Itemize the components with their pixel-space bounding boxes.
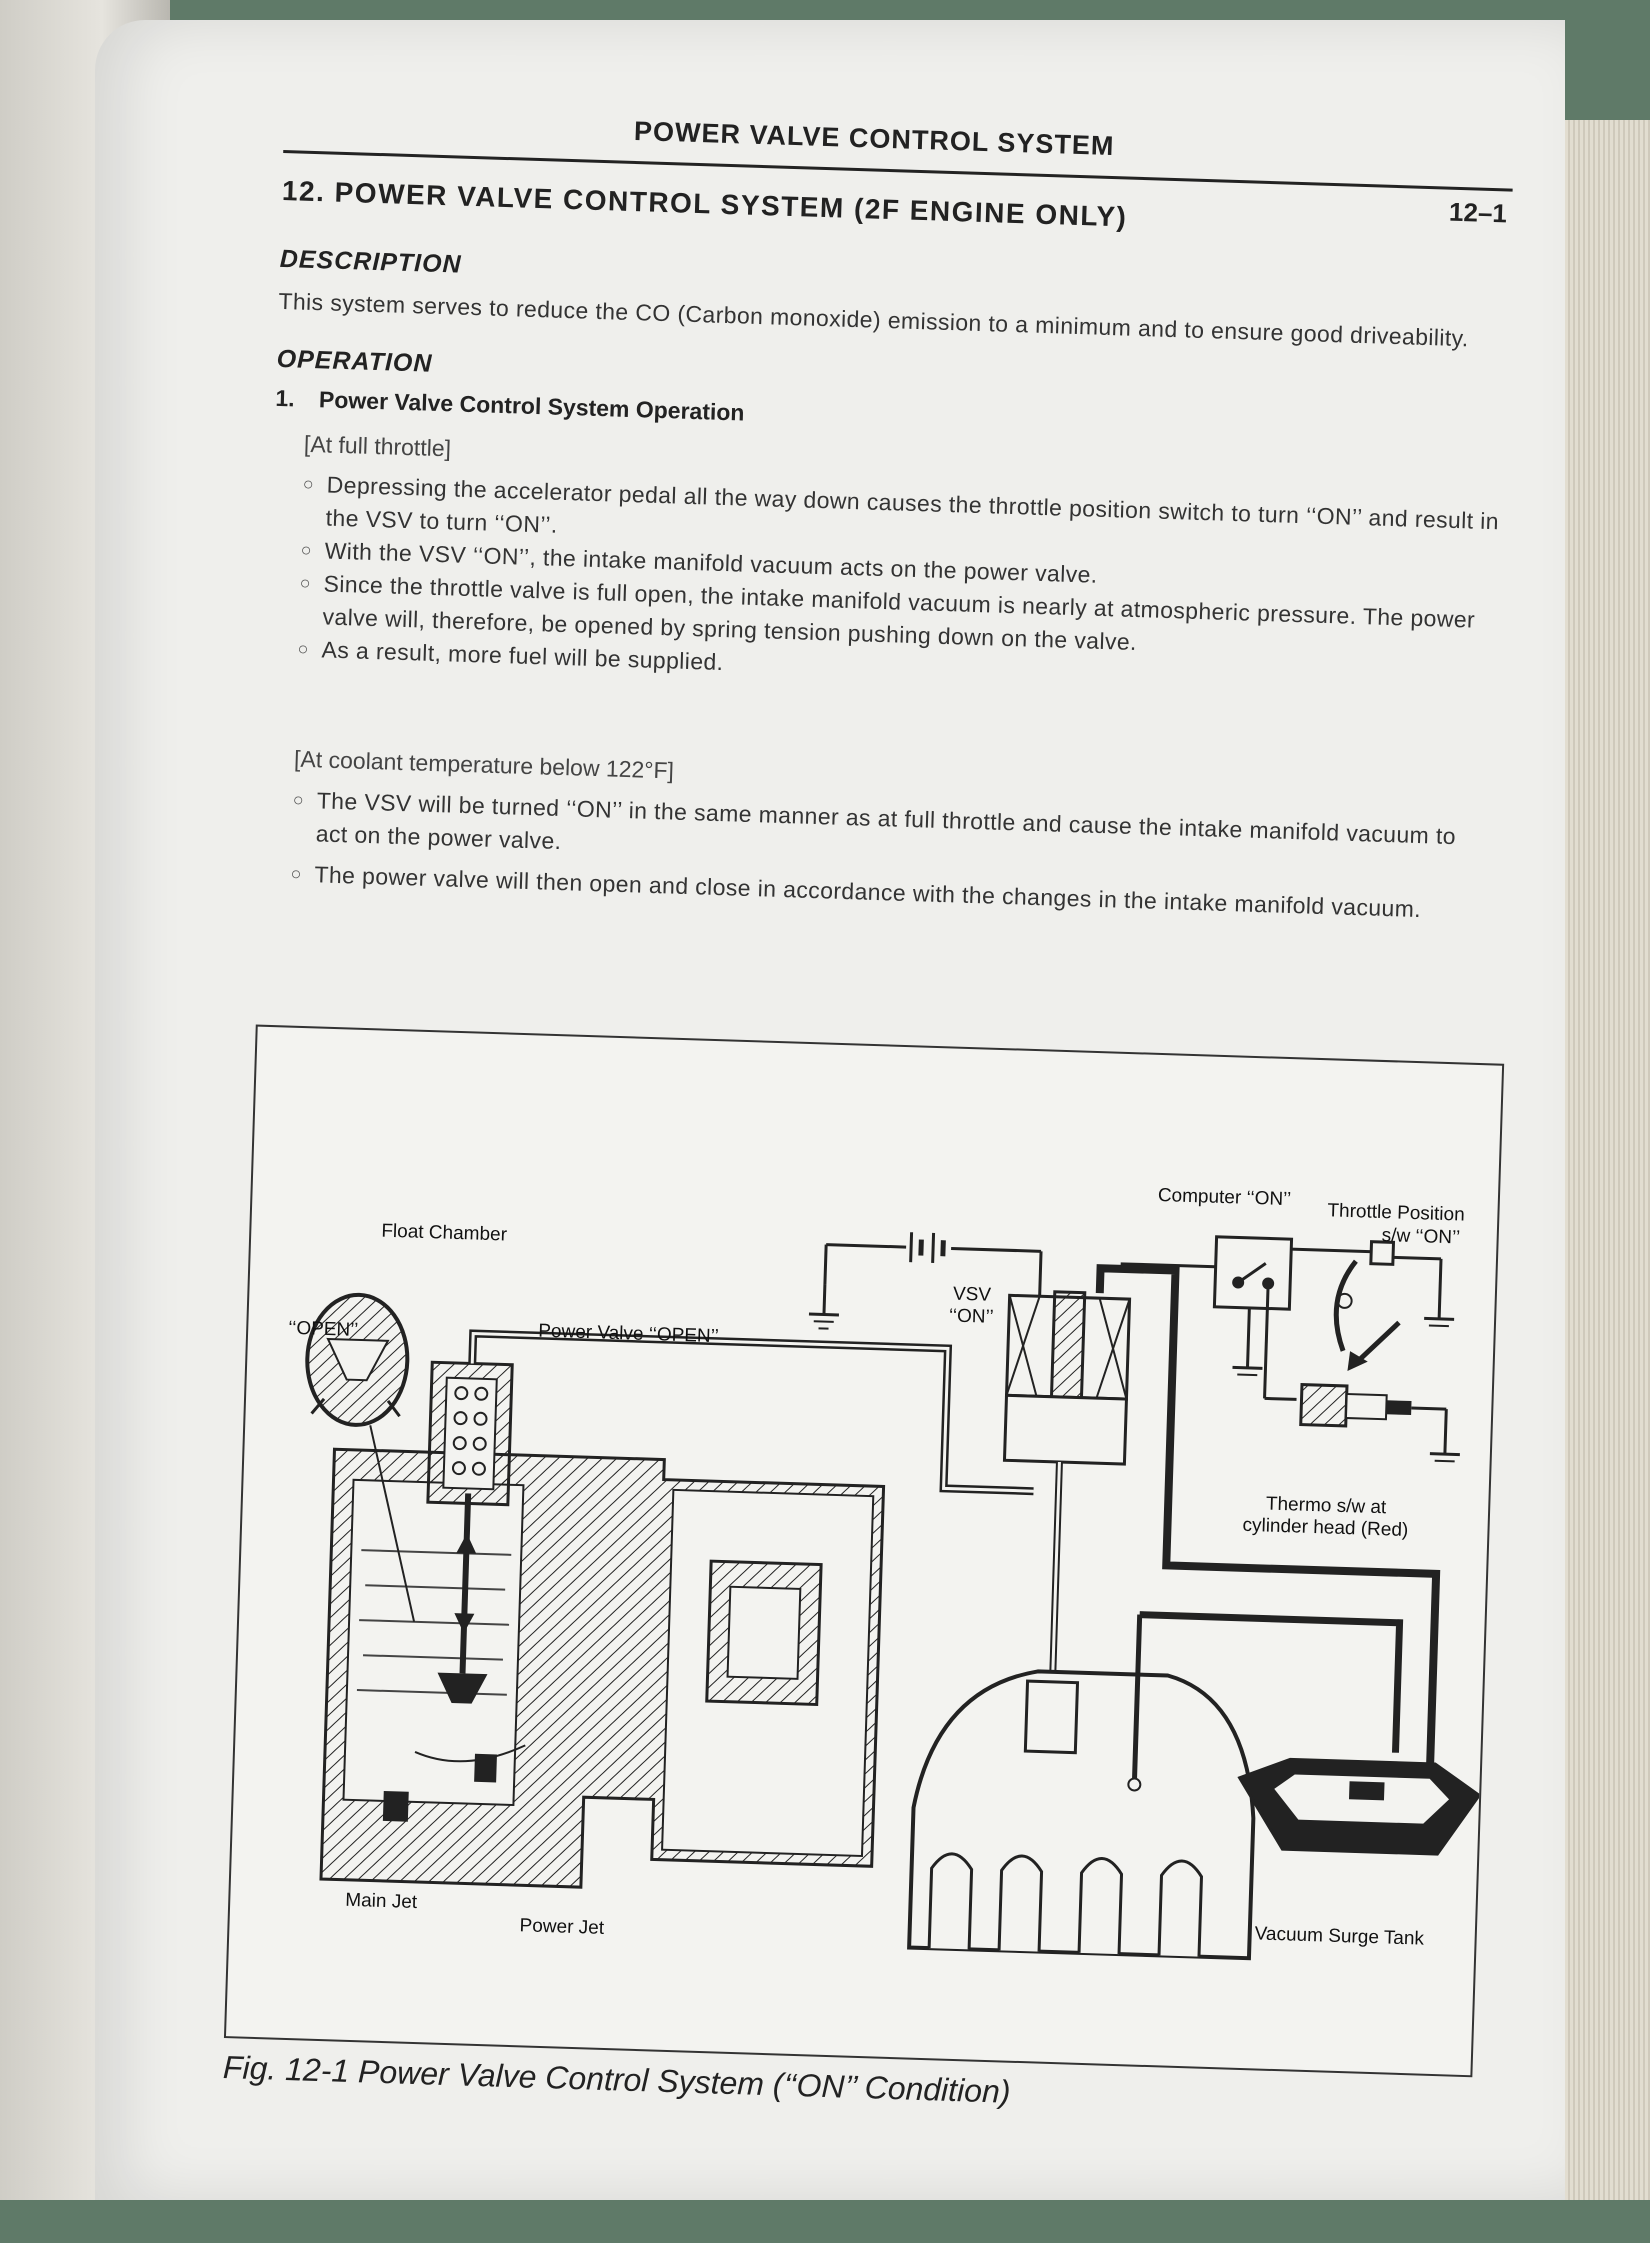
bullet-icon: ○	[290, 858, 302, 891]
label-float-chamber: Float Chamber	[381, 1221, 507, 1247]
description-heading: DESCRIPTION	[279, 245, 462, 280]
label-main-jet: Main Jet	[345, 1890, 417, 1914]
label-thermo-switch: Thermo s/w at cylinder head (Red)	[1242, 1493, 1409, 1542]
operation-item-number: 1.	[275, 385, 295, 412]
computer-box	[1117, 1234, 1382, 1402]
coolant-temp-list: ○The VSV will be turned ‘‘ON’’ in the sa…	[290, 784, 1493, 929]
full-throttle-list: ○Depressing the accelerator pedal all th…	[297, 468, 1503, 704]
vacuum-surge-tank	[1237, 1758, 1480, 1855]
intake-manifold	[909, 1608, 1260, 1959]
description-text: This system serves to reduce the CO (Car…	[278, 285, 1508, 356]
bullet-icon: ○	[292, 784, 304, 817]
operation-heading: OPERATION	[276, 345, 433, 379]
label-throttle-switch: s/w ‘‘ON’’	[1381, 1225, 1460, 1249]
label-vsv: VSV ‘‘ON’’	[949, 1283, 995, 1328]
operation-item: 1. Power Valve Control System Operation	[275, 385, 745, 427]
battery-icon	[809, 1229, 1042, 1335]
carburetor	[321, 1359, 887, 1896]
bullet-icon: ○	[302, 468, 314, 501]
power-valve-diagram	[226, 1027, 1502, 2076]
full-throttle-label: [At full throttle]	[304, 431, 452, 463]
running-head: POWER VALVE CONTROL SYSTEM	[634, 116, 1115, 162]
label-open: ‘‘OPEN’’	[288, 1318, 359, 1342]
figure-frame: Computer ‘‘ON’’ Throttle Position s/w ‘‘…	[224, 1025, 1504, 2078]
label-throttle-position: Throttle Position	[1327, 1200, 1465, 1226]
manual-page: POWER VALVE CONTROL SYSTEM 12–1 12. POWE…	[95, 20, 1565, 2200]
chapter-title: 12. POWER VALVE CONTROL SYSTEM (2F ENGIN…	[281, 175, 1127, 234]
bullet-icon: ○	[297, 633, 309, 666]
page-content: POWER VALVE CONTROL SYSTEM 12–1 12. POWE…	[219, 95, 1535, 2243]
thermo-switch	[1300, 1385, 1462, 1462]
coolant-temp-label: [At coolant temperature below 122°F]	[294, 746, 675, 785]
throttle-switch	[1334, 1241, 1456, 1375]
bullet-icon: ○	[300, 534, 312, 567]
operation-item-title: Power Valve Control System Operation	[319, 386, 745, 425]
main-jet	[383, 1791, 409, 1822]
page-number: 12–1	[1449, 197, 1508, 230]
label-power-jet: Power Jet	[519, 1915, 604, 1940]
bullet-icon: ○	[299, 567, 311, 600]
label-computer: Computer ‘‘ON’’	[1158, 1185, 1292, 1211]
